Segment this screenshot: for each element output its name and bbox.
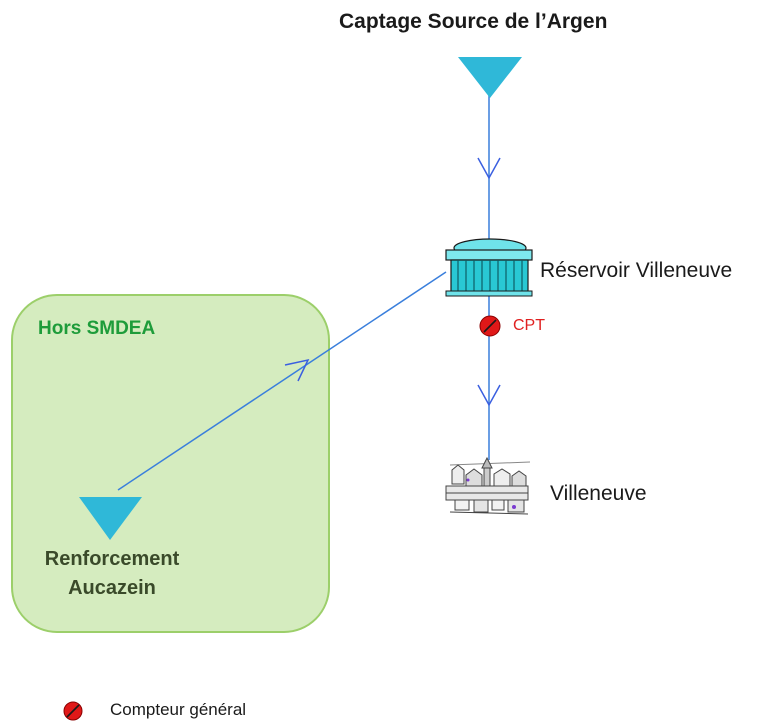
- source-triangle-icon: [458, 57, 522, 98]
- meter-icon: [479, 315, 501, 337]
- reinforcement-label-line2: Aucazein: [68, 577, 156, 599]
- meter-icon: [63, 701, 83, 721]
- flow-arrow-icon: [477, 157, 501, 180]
- town-label: Villeneuve: [550, 482, 647, 505]
- reservoir-tank-icon: [445, 238, 533, 297]
- meter-label: CPT: [513, 317, 545, 334]
- legend-meter-label: Compteur général: [110, 700, 247, 719]
- zone-title: Hors SMDEA: [38, 318, 156, 339]
- reinforcement-label: Renforcement Aucazein: [22, 548, 202, 600]
- pipe-reinforcement-to-reservoir: [117, 271, 447, 491]
- town-icon: [445, 456, 531, 515]
- reservoir-label: Réservoir Villeneuve: [540, 259, 733, 282]
- flow-arrow-icon: [284, 358, 310, 382]
- reinforcement-label-line1: Renforcement: [44, 548, 180, 570]
- source-triangle-icon: [79, 497, 142, 540]
- flow-arrow-icon: [477, 384, 501, 407]
- source-title: Captage Source de l’Argen: [339, 10, 608, 33]
- hors-smdea-zone: [11, 294, 330, 633]
